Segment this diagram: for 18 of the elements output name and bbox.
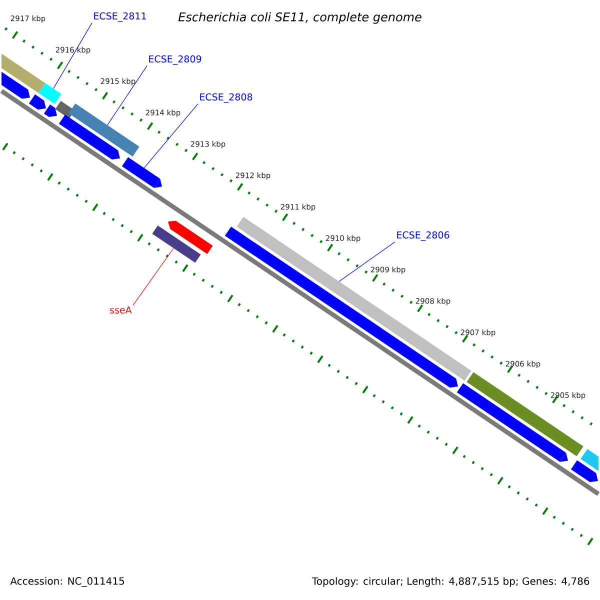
gene-segment [122, 157, 162, 188]
leader-line [53, 22, 92, 89]
gene-bar [68, 103, 140, 157]
gene-segment [456, 383, 568, 462]
gene-label: ECSE_2809 [149, 55, 202, 65]
leader-line [107, 66, 148, 126]
gene-label: sseA [110, 306, 132, 314]
gene-bar [152, 225, 201, 263]
footer-text: Accession: NC_011415 [10, 577, 124, 587]
gene-label: ECSE_2808 [200, 93, 252, 103]
leader-line [144, 104, 198, 168]
gene-label: ECSE_2811 [94, 12, 146, 22]
leader-line [338, 242, 396, 282]
leader-line [132, 248, 174, 306]
gene-label: ECSE_2806 [397, 231, 450, 241]
footer-text: Topology: circular; Length: 4,887,515 bp; Genes: 4,786 [312, 577, 590, 587]
title: Escherichia coli SE11, complete genome [178, 12, 422, 24]
gene-bar [38, 83, 62, 104]
